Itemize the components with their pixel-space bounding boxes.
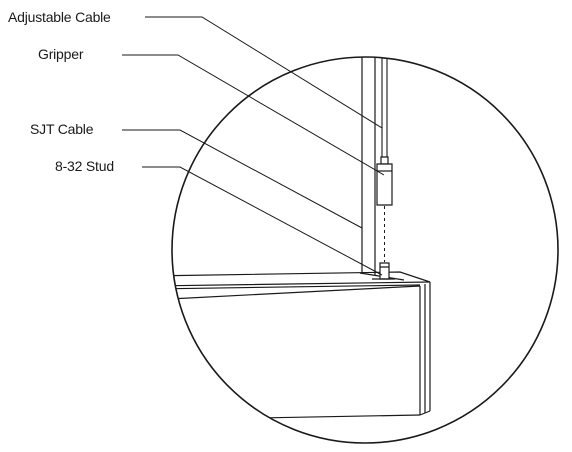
sjt-cable (362, 40, 375, 276)
leader-lines (122, 17, 384, 275)
leader-sjt-cable (122, 130, 362, 228)
detail-circle (172, 57, 558, 443)
label-sjt-cable: SJT Cable (30, 121, 94, 137)
leader-gripper (122, 55, 384, 175)
gripper (377, 157, 392, 205)
label-adjustable-cable: Adjustable Cable (8, 9, 111, 25)
fixture-body (150, 272, 430, 420)
stud (372, 263, 395, 279)
leader-adjustable-cable (145, 17, 382, 128)
fixture-assembly (150, 40, 430, 420)
adjustable-cable (382, 40, 387, 158)
label-stud: 8-32 Stud (55, 158, 114, 174)
leader-stud (142, 167, 382, 275)
label-gripper: Gripper (38, 46, 84, 62)
